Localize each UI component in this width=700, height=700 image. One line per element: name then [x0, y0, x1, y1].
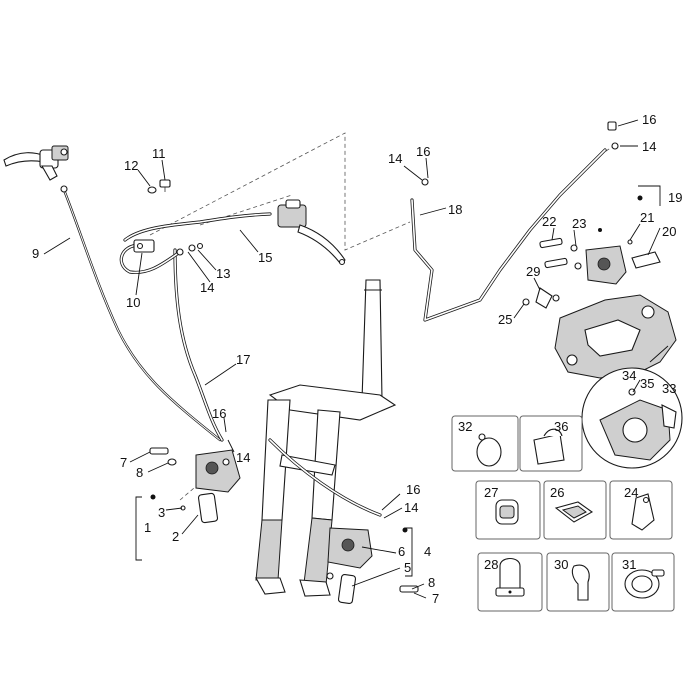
left-brake-caliper-1 — [180, 449, 241, 524]
callout-14-e: 14 — [642, 139, 656, 154]
boxed-part-32 — [451, 415, 519, 472]
leader-lines — [43, 119, 661, 599]
bolt-13 — [188, 242, 204, 252]
callout-25: 25 — [498, 312, 512, 327]
rear-brake-hose-18 — [410, 121, 619, 322]
callout-26: 26 — [550, 485, 564, 500]
callout-22: 22 — [542, 214, 556, 229]
callout-7-right: 7 — [432, 591, 439, 606]
callout-17: 17 — [236, 352, 250, 367]
callout-15: 15 — [258, 250, 272, 265]
callout-8-left: 8 — [136, 465, 143, 480]
callout-33: 33 — [662, 381, 676, 396]
rear-caliper-bracket — [554, 294, 677, 379]
front-fork — [255, 279, 397, 597]
callout-13: 13 — [216, 266, 230, 281]
callout-14-c: 14 — [404, 500, 418, 515]
boxed-part-26 — [543, 480, 607, 540]
rear-brake-caliper-19 — [585, 239, 661, 285]
front-brake-lever — [3, 145, 69, 181]
callout-19: 19 — [668, 190, 682, 205]
callout-16-d: 16 — [642, 112, 656, 127]
boxed-part-28 — [477, 552, 543, 612]
callout-14-d: 14 — [388, 151, 402, 166]
callout-20: 20 — [662, 224, 676, 239]
callout-4: 4 — [424, 544, 431, 559]
boxed-part-30 — [546, 552, 610, 612]
callout-10: 10 — [126, 295, 140, 310]
callout-32: 32 — [458, 419, 472, 434]
callout-3: 3 — [158, 505, 165, 520]
callout-31: 31 — [622, 557, 636, 572]
boxed-part-31 — [611, 552, 675, 612]
callout-18: 18 — [448, 202, 462, 217]
callout-labels: 1 2 3 4 5 6 7 7 8 8 9 10 11 12 13 14 14 … — [32, 112, 682, 606]
bolt-11 — [159, 179, 171, 192]
brake-hose-10 — [119, 212, 272, 275]
detail-view-33-35 — [581, 345, 683, 469]
bolts-22-23 — [539, 237, 582, 270]
boxed-part-27 — [475, 480, 541, 540]
callout-36: 36 — [554, 419, 568, 434]
callout-24: 24 — [624, 485, 638, 500]
callout-30: 30 — [554, 557, 568, 572]
washer-12 — [147, 186, 157, 194]
callout-11: 11 — [152, 146, 166, 161]
callout-7-left: 7 — [120, 455, 127, 470]
boxed-part-36 — [519, 415, 583, 472]
callout-12: 12 — [124, 158, 138, 173]
caliper-bolt-7-left — [149, 447, 169, 455]
callout-16-a: 16 — [212, 406, 226, 421]
callout-34: 34 — [622, 368, 636, 383]
callout-2: 2 — [172, 529, 179, 544]
right-brake-caliper-4 — [326, 527, 419, 604]
callout-21: 21 — [640, 210, 654, 225]
washer-8-left — [167, 458, 177, 466]
callout-16-c: 16 — [416, 144, 430, 159]
cable-9 — [60, 185, 222, 442]
brake-hose-17 — [173, 248, 224, 442]
callout-27: 27 — [484, 485, 498, 500]
parts-25-29 — [522, 287, 560, 309]
callout-1: 1 — [144, 520, 151, 535]
callout-29: 29 — [526, 264, 540, 279]
callout-23: 23 — [572, 216, 586, 231]
callout-28: 28 — [484, 557, 498, 572]
callout-8-right: 8 — [428, 575, 435, 590]
set-marker-dots — [150, 195, 643, 533]
callout-6: 6 — [398, 544, 405, 559]
callout-5: 5 — [404, 560, 411, 575]
brake-hose-right-lower — [268, 438, 382, 517]
callout-35: 35 — [640, 376, 654, 391]
callout-14-a: 14 — [200, 280, 214, 295]
brake-master-cylinder — [277, 199, 346, 266]
callout-9: 9 — [32, 246, 39, 261]
boxed-part-24 — [609, 480, 673, 540]
callout-14-b: 14 — [236, 450, 250, 465]
callout-16-b: 16 — [406, 482, 420, 497]
